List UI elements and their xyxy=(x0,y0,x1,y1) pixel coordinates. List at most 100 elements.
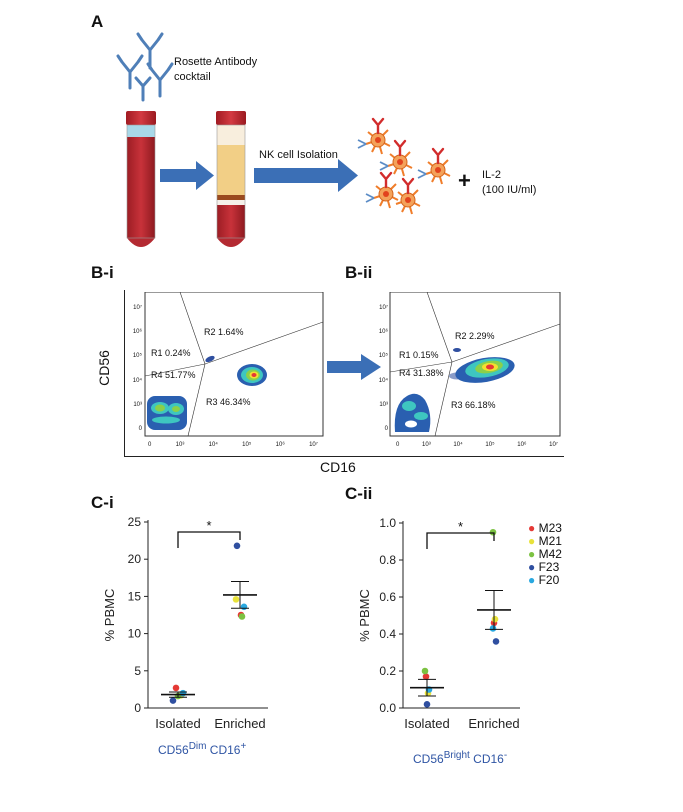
y-axis-label: % PBMC xyxy=(102,589,117,642)
flow-panel-frame xyxy=(124,290,564,457)
legend-item: ● F20 xyxy=(528,574,562,587)
legend-item: ● M42 xyxy=(528,548,562,561)
x-tick: 10⁴ xyxy=(453,442,463,448)
y-axis-label: % PBMC xyxy=(357,589,372,642)
data-point xyxy=(233,542,241,550)
panel-b-i-label: B-i xyxy=(91,263,114,282)
legend-dot: ● xyxy=(528,521,536,535)
legend: ● M23 ● M21 ● M42 ● F23 ● F20 xyxy=(528,522,562,587)
x-category-label: Enriched xyxy=(214,716,265,731)
data-point xyxy=(423,701,431,708)
x-tick: 10⁶ xyxy=(275,442,285,448)
y-tick: 10³ xyxy=(379,401,388,408)
x-tick: 10³ xyxy=(422,442,431,448)
gate-r1-b-i: R1 0.24% xyxy=(151,348,191,358)
x-tick: 0 xyxy=(148,442,152,448)
group-label-mid: CD16 xyxy=(469,752,504,766)
x-tick: 10⁵ xyxy=(242,442,252,448)
y-tick-label: 0.8 xyxy=(379,553,396,567)
flow-y-ticks-b-ii: 10⁷ 10⁶ 10⁵ 10⁴ 10³ 0 xyxy=(370,296,388,441)
y-tick: 10⁶ xyxy=(132,329,142,336)
flow-plot-b-ii xyxy=(389,292,561,437)
legend-dot: ● xyxy=(528,534,536,548)
flow-x-axis-label: CD16 xyxy=(320,459,356,475)
legend-dot: ● xyxy=(528,547,536,561)
group-label-sup: Dim xyxy=(188,741,207,752)
y-tick-label: 0.2 xyxy=(379,664,396,678)
data-point xyxy=(490,619,498,627)
gate-r2-b-ii: R2 2.29% xyxy=(455,331,495,341)
legend-label: M23 xyxy=(538,521,562,535)
il2-label: IL-2 (100 IU/ml) xyxy=(482,168,536,198)
data-point xyxy=(179,689,187,697)
gate-r4-b-ii: R4 31.38% xyxy=(399,368,444,378)
panel-c-i-label: C-i xyxy=(91,493,114,512)
il2-label-line1: IL-2 xyxy=(482,169,501,181)
x-category-label: Isolated xyxy=(155,716,201,731)
legend-label: M42 xyxy=(538,547,562,561)
gate-r4-b-i: R4 51.77% xyxy=(151,370,196,380)
significance-bracket xyxy=(177,531,241,548)
y-tick-label: 15 xyxy=(128,589,142,603)
y-tick-label: 5 xyxy=(134,664,141,678)
gate-r3-b-ii: R3 66.18% xyxy=(451,400,496,410)
data-point xyxy=(424,689,432,697)
x-tick: 10⁴ xyxy=(208,442,218,448)
y-tick: 10⁷ xyxy=(133,305,142,311)
flow-y-axis-label: CD56 xyxy=(95,350,112,386)
il2-label-line2: (100 IU/ml) xyxy=(482,184,537,196)
plus-sign: + xyxy=(458,168,471,193)
gate-r2-b-i: R2 1.64% xyxy=(204,327,244,337)
x-tick: 0 xyxy=(396,442,400,448)
data-point xyxy=(425,686,433,693)
y-tick-label: 20 xyxy=(128,552,142,566)
y-tick: 0 xyxy=(138,426,142,433)
nk-cells-icon xyxy=(357,117,451,215)
flow-x-ticks-b-i: 0 10³ 10⁴ 10⁵ 10⁶ 10⁷ xyxy=(148,442,318,448)
legend-item: ● M23 xyxy=(528,522,562,535)
y-tick-label: 0.4 xyxy=(379,627,396,641)
group-label-c-ii: CD56Bright CD16- xyxy=(413,750,507,766)
antibody-icon xyxy=(116,32,174,102)
x-tick: 10⁷ xyxy=(549,442,558,448)
group-label-main: CD56 xyxy=(413,752,444,766)
y-tick: 10⁴ xyxy=(378,377,388,384)
y-tick: 10⁵ xyxy=(378,353,388,360)
y-tick: 0 xyxy=(384,426,388,433)
isolation-arrow-icon xyxy=(254,159,358,192)
data-point xyxy=(177,692,185,699)
y-tick: 10⁶ xyxy=(378,329,388,336)
group-label-sup: - xyxy=(503,750,508,761)
data-point xyxy=(421,667,429,675)
panel-b-ii-label: B-ii xyxy=(345,263,373,282)
x-category-label: Isolated xyxy=(404,716,450,731)
gate-r3-b-i: R3 46.34% xyxy=(206,397,251,407)
y-tick-label: 25 xyxy=(128,515,142,529)
y-tick-label: 10 xyxy=(128,627,142,641)
x-tick: 10³ xyxy=(175,442,185,448)
panel-a-illustration xyxy=(116,32,451,247)
cd56dim-population xyxy=(237,364,267,386)
significance-bracket xyxy=(426,532,495,549)
y-tick-label: 0 xyxy=(134,701,141,715)
data-point xyxy=(240,603,248,611)
legend-item: ● F23 xyxy=(528,561,562,574)
cd56dim-population xyxy=(455,357,515,383)
x-category-label: Enriched xyxy=(468,716,519,731)
data-point xyxy=(422,673,430,680)
y-tick-label: 0.0 xyxy=(379,701,396,715)
gate-r1-b-ii: R1 0.15% xyxy=(399,350,439,360)
data-point xyxy=(172,684,180,692)
x-tick: 10⁵ xyxy=(485,442,495,448)
data-point xyxy=(492,638,500,645)
flow-x-ticks-b-ii: 0 10³ 10⁴ 10⁵ 10⁶ 10⁷ xyxy=(396,442,558,448)
isolation-label: NK cell Isolation xyxy=(259,149,338,161)
data-point xyxy=(489,528,497,536)
antibody-label: Rosette Antibody cocktail xyxy=(174,55,257,85)
data-point xyxy=(491,615,499,623)
legend-label: M21 xyxy=(538,534,562,548)
y-tick: 10⁴ xyxy=(132,377,142,384)
data-point xyxy=(238,613,246,620)
y-tick-label: 1.0 xyxy=(379,516,396,530)
panel-c-ii-label: C-ii xyxy=(345,484,373,503)
